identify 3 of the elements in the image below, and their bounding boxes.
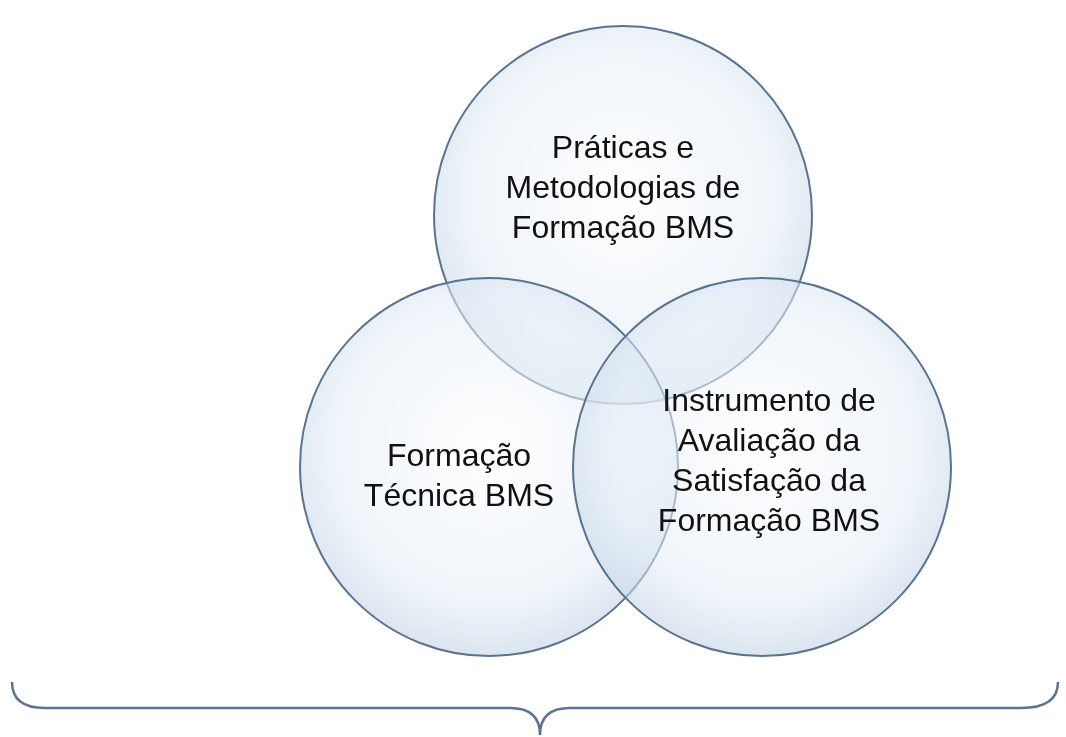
circle-label: Instrumento de Avaliação da Satisfação da Formação BMS	[656, 381, 882, 540]
circle-label: Práticas e Metodologias de Formação BMS	[504, 128, 742, 247]
circle-label: Formação Técnica BMS	[362, 436, 556, 515]
